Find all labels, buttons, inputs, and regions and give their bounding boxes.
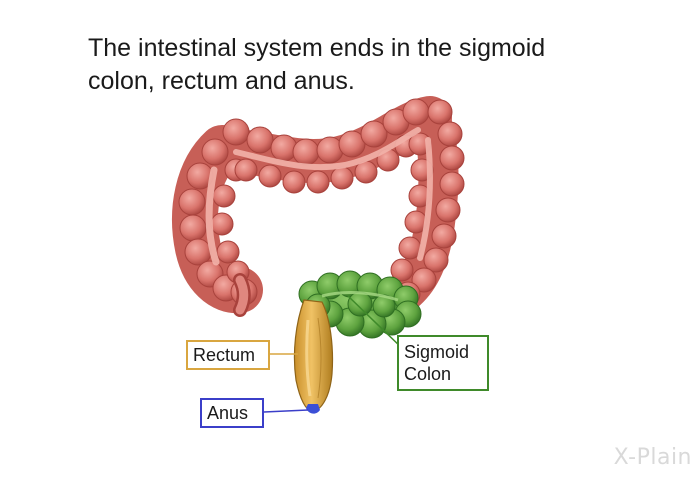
haustra-bulge bbox=[437, 121, 463, 147]
haustra-bulge bbox=[282, 170, 306, 194]
anus-label-text: Anus bbox=[207, 403, 249, 423]
sigmoid-colon-label: Sigmoid Colon bbox=[397, 335, 489, 391]
haustra-bulge bbox=[258, 164, 282, 188]
haustra-bulge bbox=[431, 223, 457, 249]
haustra-bulge bbox=[439, 171, 465, 197]
anus-label: Anus bbox=[200, 398, 264, 428]
haustra-bulge bbox=[330, 166, 354, 190]
haustra-bulge bbox=[292, 138, 320, 166]
haustra-bulge bbox=[411, 267, 437, 293]
haustra-bulge bbox=[246, 126, 274, 154]
anus bbox=[306, 404, 320, 414]
rectum-label: Rectum bbox=[186, 340, 270, 370]
caption-line-1: The intestinal system ends in the sigmoi… bbox=[88, 34, 546, 62]
haustra-bulge bbox=[435, 197, 461, 223]
haustra-bulge bbox=[439, 145, 465, 171]
haustra-bulge bbox=[216, 240, 240, 264]
haustra-bulge bbox=[390, 258, 414, 282]
xplain-logo: X-Plain bbox=[614, 445, 692, 470]
haustra-bulge bbox=[179, 214, 207, 242]
haustra-bulge bbox=[210, 212, 234, 236]
haustra-bulge bbox=[201, 138, 229, 166]
rectum-label-text: Rectum bbox=[193, 345, 256, 365]
anus-leader-line bbox=[263, 409, 309, 413]
diagram-caption: The intestinal system ends in the sigmoi… bbox=[88, 32, 648, 98]
xplain-logo-mark: X bbox=[613, 445, 629, 470]
haustra-bulge bbox=[306, 170, 330, 194]
xplain-logo-text: -Plain bbox=[628, 445, 692, 470]
caption-line-2: colon, rectum and anus. bbox=[88, 67, 355, 95]
haustra-bulge bbox=[178, 188, 206, 216]
sigmoid-label-line-1: Sigmoid bbox=[404, 342, 470, 362]
haustra-bulge bbox=[234, 158, 258, 182]
haustra-bulge bbox=[270, 134, 298, 162]
haustra-bulge bbox=[427, 99, 453, 125]
haustra-bulge bbox=[222, 118, 250, 146]
rectum bbox=[293, 299, 334, 413]
haustra-bulge bbox=[360, 120, 388, 148]
haustra-bulge bbox=[423, 247, 449, 273]
haustra-bulge bbox=[212, 184, 236, 208]
sigmoid-leader-line bbox=[347, 295, 405, 351]
haustra-bulge bbox=[402, 98, 430, 126]
sigmoid-label-line-2: Colon bbox=[404, 364, 452, 384]
